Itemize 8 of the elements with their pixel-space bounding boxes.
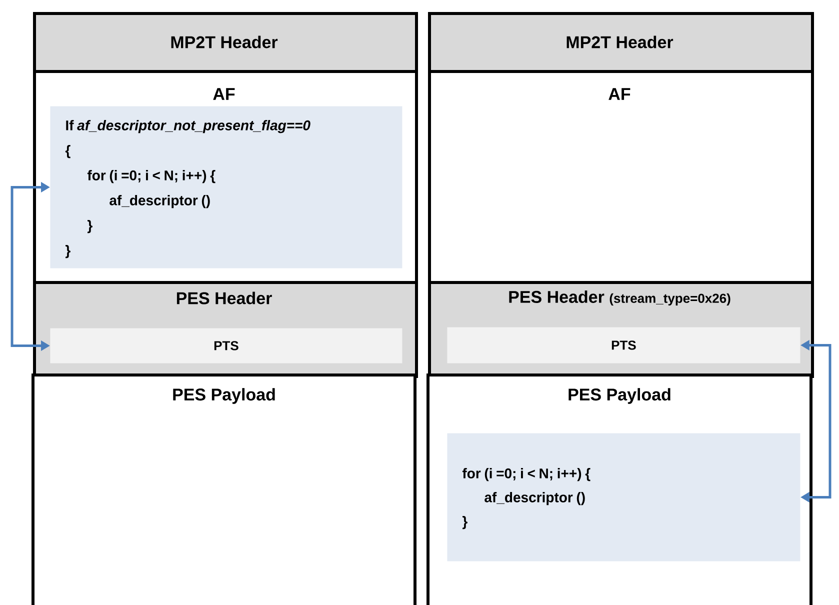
header-band: MP2T Header <box>428 12 814 73</box>
code-box: for (i =0; i < N; i++) { af_descriptor () } <box>447 433 800 562</box>
field-box: PTS <box>447 327 800 364</box>
field-box: PTS <box>50 328 402 364</box>
section-band: PES Payload <box>32 374 416 605</box>
section-band: AF <box>428 70 814 284</box>
header-band: MP2T Header <box>33 12 418 73</box>
code-box: If af_descriptor_not_present_flag==0 { for (i =0; i < N; i++) { af_descriptor () } } <box>50 106 402 268</box>
